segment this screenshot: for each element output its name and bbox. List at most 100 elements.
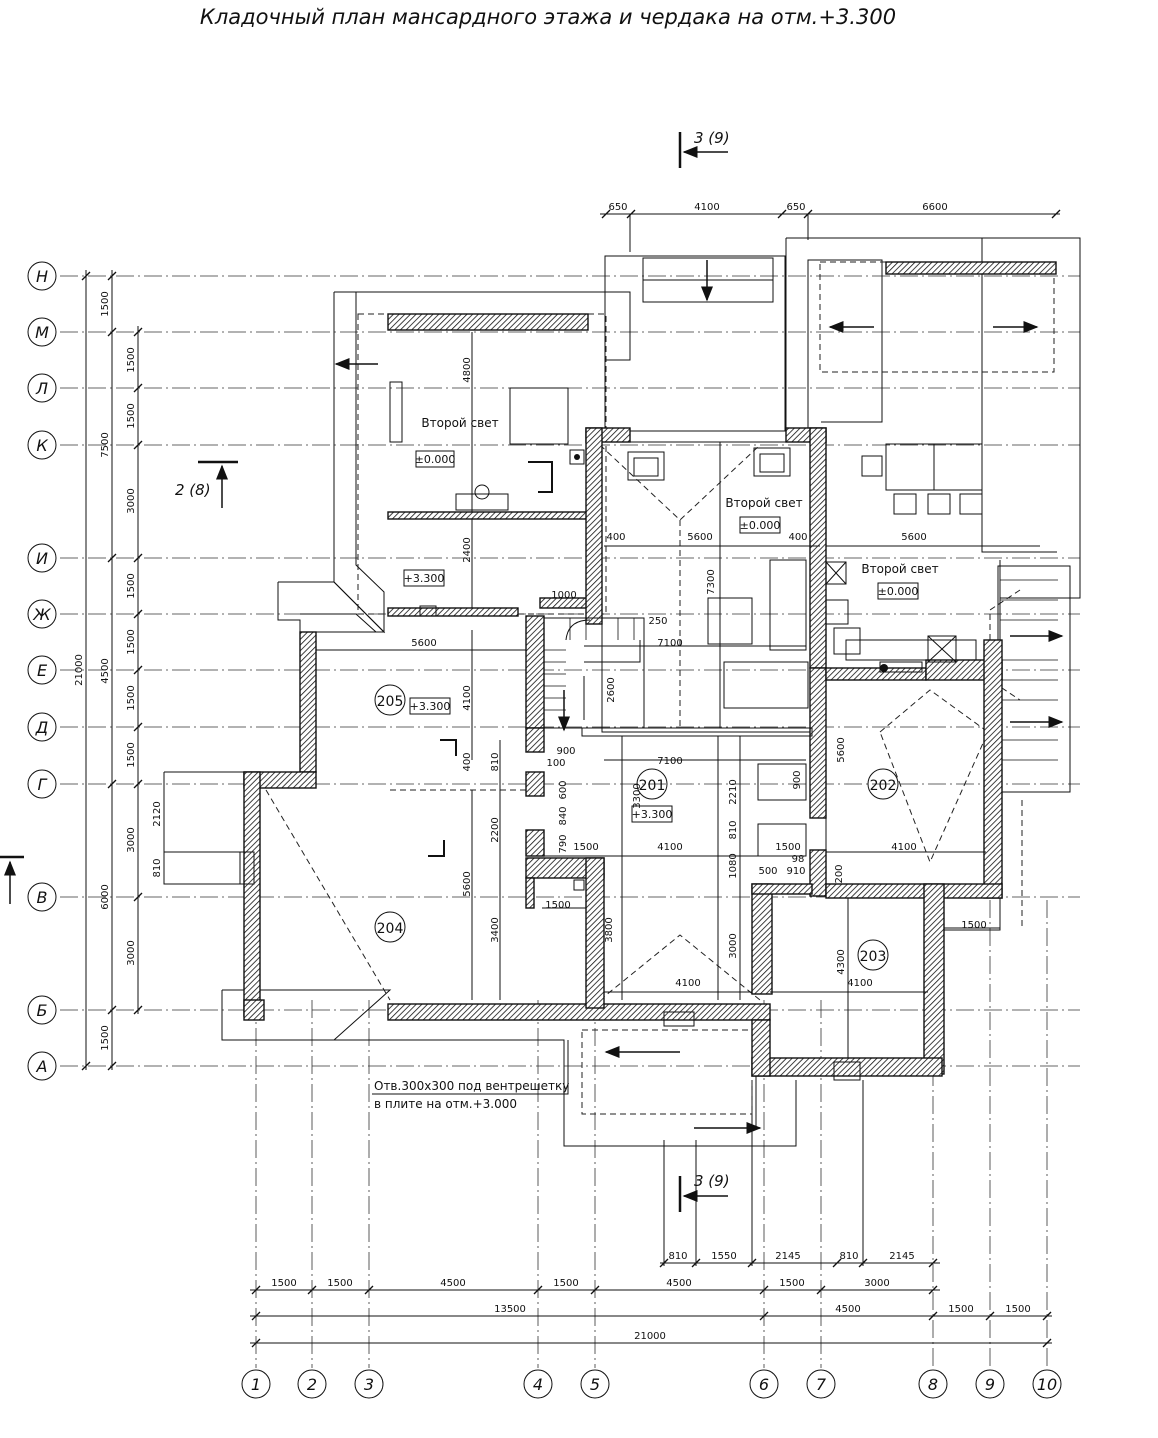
svg-text:4800: 4800 xyxy=(462,357,473,382)
svg-text:2 (8): 2 (8) xyxy=(175,481,211,499)
axis-bubble-7: 7 xyxy=(806,1369,836,1399)
svg-text:4500: 4500 xyxy=(835,1304,860,1315)
svg-text:5600: 5600 xyxy=(462,871,473,896)
svg-text:5600: 5600 xyxy=(411,638,436,649)
axis-bubble-N: Н xyxy=(27,261,57,291)
svg-text:7100: 7100 xyxy=(657,756,682,767)
svg-text:400: 400 xyxy=(462,752,473,771)
svg-text:В: В xyxy=(37,888,48,907)
svg-text:4: 4 xyxy=(533,1375,543,1394)
svg-text:2145: 2145 xyxy=(889,1251,914,1262)
svg-text:4100: 4100 xyxy=(657,842,682,853)
axis-bubble-L: Л xyxy=(27,373,57,403)
note-line-2: в плите на отм.+3.000 xyxy=(374,1097,517,1111)
staircase xyxy=(543,617,645,732)
svg-text:7: 7 xyxy=(816,1375,827,1394)
svg-text:1500: 1500 xyxy=(573,842,598,853)
svg-text:4500: 4500 xyxy=(100,658,111,683)
number-axis-bubbles: 1 2 3 4 5 6 7 8 9 10 xyxy=(241,1369,1062,1399)
svg-text:840: 840 xyxy=(558,806,569,825)
axis-bubble-K: К xyxy=(27,430,57,460)
plan-title: Кладочный план мансардного этажа и черда… xyxy=(200,5,896,29)
svg-text:2145: 2145 xyxy=(775,1251,800,1262)
svg-text:2600: 2600 xyxy=(606,677,617,702)
svg-text:Ж: Ж xyxy=(32,605,51,624)
axis-bubble-I: И xyxy=(27,543,57,573)
svg-text:650: 650 xyxy=(608,202,627,213)
axis-bubble-3: 3 xyxy=(354,1369,384,1399)
svg-text:9: 9 xyxy=(985,1375,995,1394)
room-number-202: 202 xyxy=(870,778,897,794)
svg-text:1500: 1500 xyxy=(545,900,570,911)
number-axes xyxy=(255,900,1048,1368)
svg-text:1500: 1500 xyxy=(126,629,137,654)
inner-dimension-texts: 4800 2400 5600 4100 400 810 2200 5600 34… xyxy=(152,357,987,989)
svg-text:2200: 2200 xyxy=(490,817,501,842)
svg-text:900: 900 xyxy=(556,746,575,757)
level-label: ±0.000 xyxy=(415,453,456,466)
svg-text:3000: 3000 xyxy=(864,1278,889,1289)
vent-opening-note: Отв.300х300 под вентрешетку в плите на о… xyxy=(372,1040,569,1111)
svg-text:400: 400 xyxy=(606,532,625,543)
svg-text:1500: 1500 xyxy=(100,1025,111,1050)
svg-text:13500: 13500 xyxy=(494,1304,526,1315)
room-labels: Второй свет ±0.000 +3.300 Второй свет ±0… xyxy=(374,416,939,971)
svg-text:2400: 2400 xyxy=(462,537,473,562)
section-mark-left: 2 (8) xyxy=(175,460,238,508)
svg-text:1500: 1500 xyxy=(126,573,137,598)
svg-text:1500: 1500 xyxy=(126,403,137,428)
room-level-201: +3.300 xyxy=(632,808,673,821)
svg-text:400: 400 xyxy=(788,532,807,543)
bottom-dimension-chains: 810 1550 2145 810 2145 1500 1500 4500 15… xyxy=(250,1080,1052,1348)
svg-text:4100: 4100 xyxy=(462,685,473,710)
room-number-204: 204 xyxy=(377,921,404,937)
walls xyxy=(243,261,1057,1077)
svg-text:Л: Л xyxy=(35,379,48,398)
letter-axis-bubbles: Н М Л К И Ж Е Д Г В Б А xyxy=(27,261,57,1081)
svg-text:810: 810 xyxy=(668,1251,687,1262)
svg-text:3400: 3400 xyxy=(490,917,501,942)
svg-text:6: 6 xyxy=(759,1375,769,1394)
svg-text:5600: 5600 xyxy=(836,737,847,762)
axis-bubble-9: 9 xyxy=(975,1369,1005,1399)
svg-text:4100: 4100 xyxy=(694,202,719,213)
room-level-205: +3.300 xyxy=(410,700,451,713)
svg-text:4100: 4100 xyxy=(675,978,700,989)
svg-text:3000: 3000 xyxy=(126,827,137,852)
svg-text:1500: 1500 xyxy=(327,1278,352,1289)
section-mark-edge xyxy=(0,855,24,904)
svg-text:Д: Д xyxy=(35,718,49,737)
svg-text:1080: 1080 xyxy=(728,853,739,878)
svg-text:3 (9): 3 (9) xyxy=(694,129,730,147)
svg-text:500: 500 xyxy=(758,866,777,877)
svg-text:1500: 1500 xyxy=(553,1278,578,1289)
second-light-label: Второй свет xyxy=(725,496,802,510)
level-label: +3.300 xyxy=(404,572,445,585)
svg-text:4500: 4500 xyxy=(666,1278,691,1289)
svg-text:100: 100 xyxy=(546,758,565,769)
svg-text:4100: 4100 xyxy=(847,978,872,989)
svg-text:600: 600 xyxy=(558,780,569,799)
svg-text:10: 10 xyxy=(1037,1375,1057,1394)
svg-text:3800: 3800 xyxy=(604,917,615,942)
svg-text:98: 98 xyxy=(792,854,805,865)
svg-text:1500: 1500 xyxy=(126,685,137,710)
svg-text:8: 8 xyxy=(928,1375,938,1394)
note-line-1: Отв.300х300 под вентрешетку xyxy=(374,1079,569,1093)
svg-text:Н: Н xyxy=(36,267,48,286)
dim-bottom-total: 21000 xyxy=(634,1331,666,1342)
axis-bubble-8: 8 xyxy=(918,1369,948,1399)
svg-text:200: 200 xyxy=(834,864,845,883)
second-light-label: Второй свет xyxy=(861,562,938,576)
axis-bubble-G: Г xyxy=(27,769,57,799)
svg-text:1000: 1000 xyxy=(551,590,576,601)
svg-text:810: 810 xyxy=(490,752,501,771)
svg-text:5: 5 xyxy=(590,1375,600,1394)
room-number-203: 203 xyxy=(860,949,887,965)
svg-text:2210: 2210 xyxy=(728,779,739,804)
dim-left-total: 21000 xyxy=(74,654,85,686)
svg-text:2120: 2120 xyxy=(152,801,163,826)
axis-bubble-5: 5 xyxy=(580,1369,610,1399)
svg-text:Е: Е xyxy=(37,661,48,680)
